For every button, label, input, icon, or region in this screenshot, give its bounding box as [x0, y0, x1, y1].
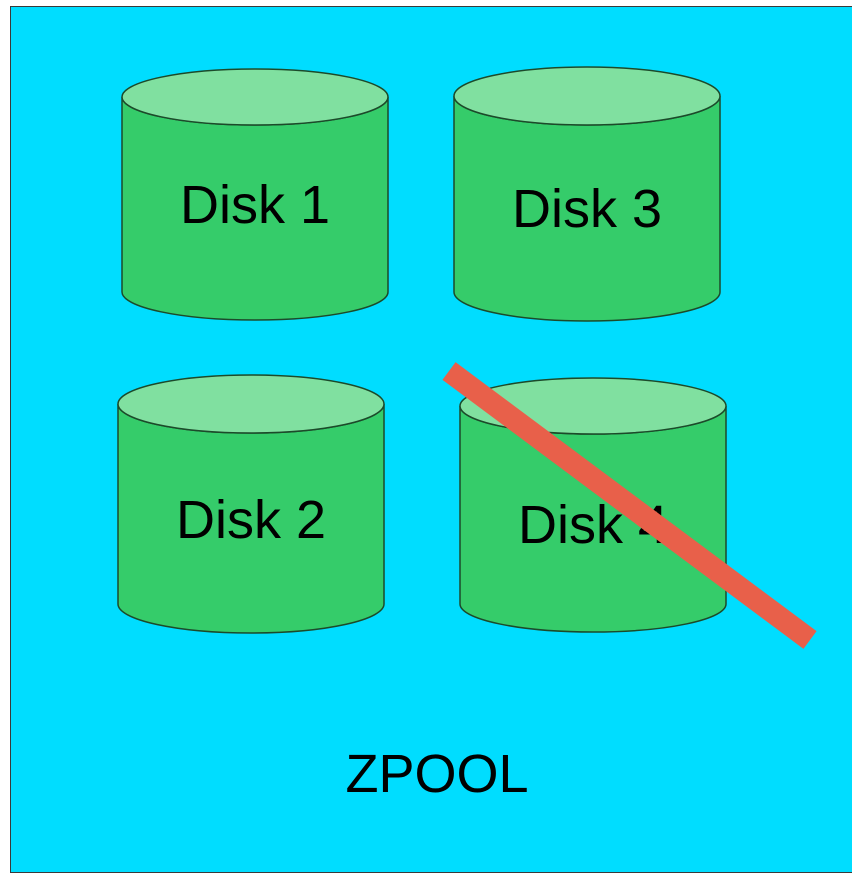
disk-3: Disk 3 — [454, 67, 720, 321]
disk-top — [122, 69, 388, 125]
zpool-label: ZPOOL — [345, 744, 528, 804]
disk-2: Disk 2 — [118, 375, 384, 633]
disk-label: Disk 1 — [180, 175, 330, 235]
disk-label: Disk 3 — [512, 179, 662, 239]
disk-label: Disk 2 — [176, 490, 326, 550]
disk-1: Disk 1 — [122, 69, 388, 320]
disk-top — [118, 375, 384, 433]
disk-top — [454, 67, 720, 125]
